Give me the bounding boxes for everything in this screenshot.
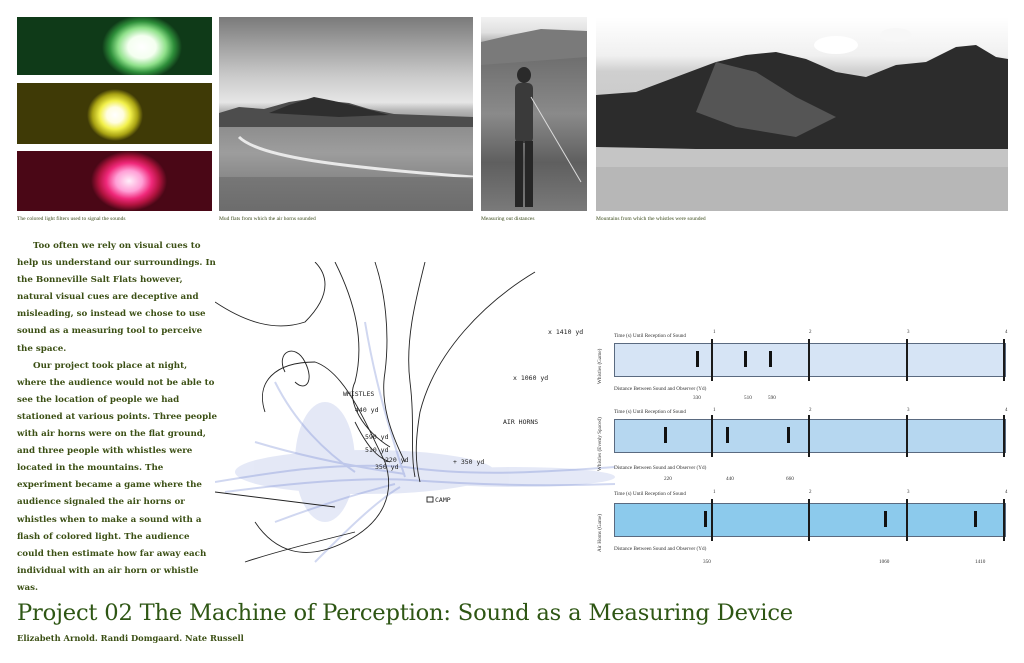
- chart-3-second-divider: [710, 499, 713, 541]
- label-350: + 350 yd: [453, 458, 484, 466]
- chart-1-tick-3: 3: [907, 330, 910, 335]
- chart-2-second-divider: [905, 415, 908, 457]
- measuring-photo: [481, 17, 587, 211]
- chart-1-distance-2: 510: [744, 395, 752, 401]
- body-paragraph-2: Our project took place at night, where t…: [17, 360, 218, 593]
- chart-3-distance-1: 350: [703, 559, 711, 565]
- chart-3-distance-2: 1060: [879, 559, 890, 565]
- chart-3-second-divider: [808, 499, 810, 541]
- chart-1-reception-mark: [743, 351, 747, 367]
- chart-3-distance-3: 1410: [975, 559, 986, 565]
- chart-3-side-label: Air Horns (Game): [597, 513, 603, 552]
- chart-2-tick-4: 4: [1005, 408, 1008, 413]
- chart-1-reception-mark: [769, 351, 772, 367]
- mudflats-photo: [219, 17, 473, 211]
- chart-2-tick-1: 1: [713, 408, 716, 413]
- authors: Elizabeth Arnold. Randi Domgaard. Nate R…: [17, 633, 244, 643]
- chart-2-tick-2: 2: [809, 408, 812, 413]
- chart-2-distance-3: 660: [786, 476, 794, 482]
- filters-caption: The colored light filters used to signal…: [17, 216, 126, 222]
- chart-3-time-label: Time (s) Until Reception of Sound: [614, 491, 686, 497]
- chart-2-bar: [614, 419, 1006, 453]
- chart-3-second-divider: [1003, 499, 1005, 541]
- chart-1-second-divider: [808, 339, 810, 381]
- chart-1-side-label: Whistles (Game): [597, 348, 603, 384]
- site-map-sketch: x 1410 yd x 1060 yd WHISTLES 440 yd AIR …: [215, 262, 615, 563]
- chart-3-second-divider: [905, 499, 908, 541]
- chart-2-distance-label: Distance Between Sound and Observer (Yd): [614, 465, 707, 471]
- chart-2-reception-mark: [663, 427, 667, 443]
- chart-1-distance-label: Distance Between Sound and Observer (Yd): [614, 386, 707, 392]
- chart-1-distance-3: 590: [768, 395, 776, 401]
- chart-2-distance-1: 220: [664, 476, 672, 482]
- chart-3-bar: [614, 503, 1006, 537]
- label-510: 510 yd: [365, 446, 389, 454]
- chart-3-distance-label: Distance Between Sound and Observer (Yd): [614, 546, 707, 552]
- chart-1-tick-4: 4: [1005, 330, 1008, 335]
- chart-2-side-label: Whistles (Evenly Spaced): [597, 417, 603, 471]
- poster-title: Project 02 The Machine of Perception: So…: [17, 600, 793, 626]
- chart-2-time-label: Time (s) Until Reception of Sound: [614, 409, 686, 415]
- chart-1-tick-1: 1: [713, 330, 716, 335]
- magenta-filter-photo: [17, 151, 212, 211]
- chart-2-second-divider: [710, 415, 713, 457]
- chart-3-tick-3: 3: [907, 490, 910, 495]
- mountains-caption: Mountains from which the whistles were s…: [596, 216, 706, 222]
- chart-3-tick-2: 2: [809, 490, 812, 495]
- chart-3-tick-4: 4: [1005, 490, 1008, 495]
- label-350b: 350 yd: [375, 463, 399, 471]
- chart-1-second-divider: [1003, 339, 1005, 381]
- chart-1-time-label: Time (s) Until Reception of Sound: [614, 333, 686, 339]
- camp-marker: [426, 496, 434, 503]
- yellow-filter-photo: [17, 83, 212, 144]
- mountains-photo: [596, 17, 1008, 211]
- mudflats-caption: Mud flats from which the air horns sound…: [219, 216, 316, 222]
- measuring-caption: Measuring out distances: [481, 216, 535, 222]
- green-filter-photo: [17, 17, 212, 75]
- label-440: 440 yd: [355, 406, 379, 414]
- chart-2-tick-3: 3: [907, 408, 910, 413]
- label-1410: x 1410 yd: [548, 328, 583, 336]
- chart-1-second-divider: [905, 339, 908, 381]
- chart-3-reception-mark: [884, 511, 888, 527]
- chart-1-distance-1: 330: [693, 395, 701, 401]
- chart-2-reception-mark: [726, 427, 730, 443]
- chart-1-tick-2: 2: [809, 330, 812, 335]
- chart-3-reception-mark: [703, 511, 707, 527]
- label-air-horns: AIR HORNS: [503, 418, 538, 426]
- chart-2-reception-mark: [786, 427, 790, 443]
- chart-1-second-divider: [710, 339, 713, 381]
- label-590: 590 yd: [365, 433, 389, 441]
- chart-1-reception-mark: [695, 351, 699, 367]
- body-paragraph-1: Too often we rely on visual cues to help…: [17, 241, 216, 354]
- chart-1-bar: [614, 343, 1006, 377]
- label-220: 220 yd: [385, 456, 409, 464]
- label-1060: x 1060 yd: [513, 374, 548, 382]
- label-whistles: WHISTLES: [343, 390, 374, 398]
- chart-3-tick-1: 1: [713, 490, 716, 495]
- chart-2-second-divider: [1003, 415, 1005, 457]
- chart-2-distance-2: 440: [726, 476, 734, 482]
- chart-2-second-divider: [808, 415, 810, 457]
- body-text: Too often we rely on visual cues to help…: [17, 238, 217, 597]
- chart-3-reception-mark: [973, 511, 977, 527]
- label-camp: CAMP: [435, 496, 451, 504]
